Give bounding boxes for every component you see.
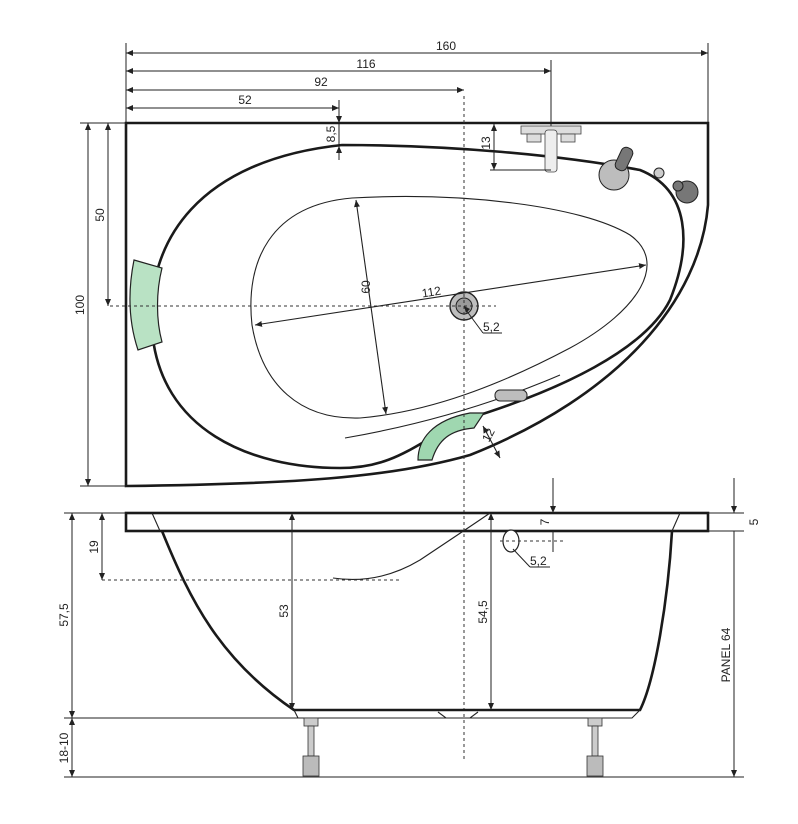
tub-bottom-outline bbox=[250, 196, 648, 419]
dim-seat: 19 bbox=[87, 540, 101, 554]
dim-mixer: 116 bbox=[356, 57, 375, 71]
tap-knob-3 bbox=[672, 180, 699, 204]
dim-handle-gap: 12 bbox=[479, 426, 498, 445]
dim-rim: 5 bbox=[747, 518, 761, 525]
grab-handle bbox=[417, 412, 486, 461]
dim-total-height: 57,5 bbox=[57, 603, 71, 627]
tap-knob-1 bbox=[598, 146, 634, 191]
dim-legs: 18-10 bbox=[57, 732, 71, 763]
dim-inner-x: 52 bbox=[238, 93, 252, 107]
dim-half-width: 50 bbox=[93, 208, 107, 222]
headrest bbox=[129, 259, 163, 351]
dim-drain-x: 92 bbox=[314, 75, 328, 89]
dim-drain: 5,2 bbox=[483, 320, 500, 334]
overflow-fitting bbox=[494, 389, 528, 402]
dim-length: 160 bbox=[436, 39, 456, 53]
dim-panel: PANEL 64 bbox=[719, 627, 733, 682]
seat-edge-line bbox=[344, 374, 561, 439]
side-overflow bbox=[502, 529, 520, 553]
dim-top-margin: 8,5 bbox=[324, 125, 338, 142]
mixer-fitting bbox=[520, 125, 582, 173]
top-dimensions: 160 116 92 52 bbox=[125, 39, 709, 160]
dim-bowl-length: 112 bbox=[421, 284, 442, 301]
side-rim bbox=[124, 511, 710, 533]
dim-inner-depth: 53 bbox=[277, 604, 291, 618]
dim-mixer-offset: 13 bbox=[479, 136, 493, 150]
dim-overflow: 7 bbox=[538, 518, 552, 525]
leg-right bbox=[586, 717, 604, 777]
leg-left bbox=[302, 717, 320, 777]
dim-overflow-size: 5,2 bbox=[530, 554, 547, 568]
tap-knob-2 bbox=[653, 167, 665, 179]
dim-width: 100 bbox=[73, 295, 87, 315]
side-body bbox=[160, 530, 674, 712]
dim-bowl-width: 60 bbox=[359, 280, 373, 294]
dim-overflow-depth: 54,5 bbox=[476, 600, 490, 624]
tub-rim-outline bbox=[124, 121, 710, 488]
side-view: 5,2 7 5 PANEL 64 53 54,5 57,5 18-10 19 bbox=[57, 478, 761, 778]
top-view: 60 112 5,2 8,5 13 12 100 50 bbox=[73, 96, 710, 762]
